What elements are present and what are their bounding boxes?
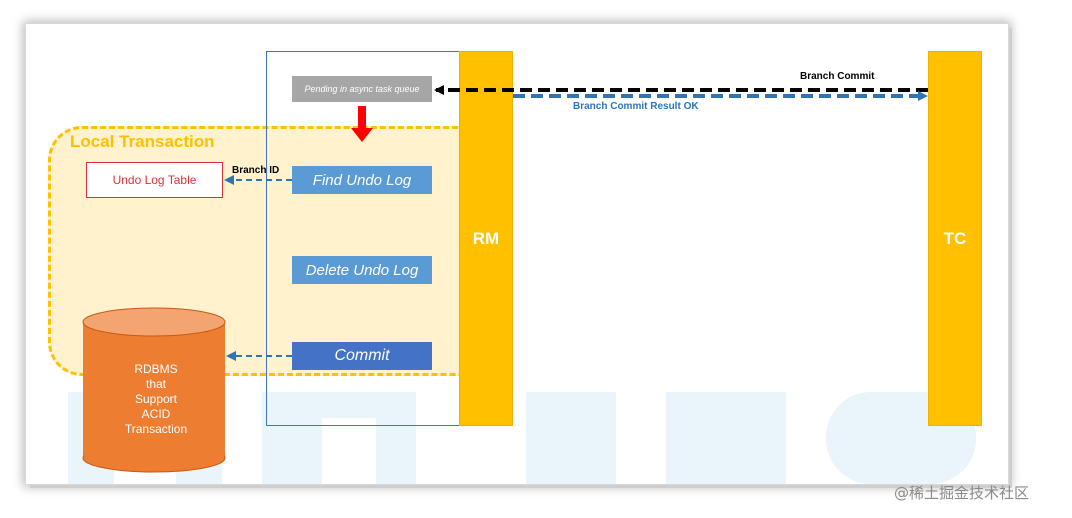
site-watermark: @稀土掘金技术社区: [894, 484, 1030, 502]
delete-undo-log-step: Delete Undo Log: [292, 256, 432, 284]
database-cylinder: [82, 307, 226, 473]
undo-log-table-label: Undo Log Table: [112, 173, 197, 187]
branch-id-label: Branch ID: [232, 165, 280, 176]
tc-label: TC: [943, 228, 967, 248]
rm-bar: RM: [459, 51, 513, 426]
find-undo-log-step: Find Undo Log: [292, 166, 432, 194]
branch-commit-label: Branch Commit: [800, 71, 875, 82]
find-undo-log-label: Find Undo Log: [312, 171, 412, 189]
branch-commit-result-label: Branch Commit Result OK: [573, 101, 699, 112]
commit-label: Commit: [334, 347, 390, 364]
pending-queue-label: Pending in async task queue: [304, 84, 420, 94]
diagram-connectors: [82, 85, 928, 473]
tc-bar: TC: [928, 51, 982, 426]
red-down-arrow: [351, 106, 373, 142]
database-label: RDBMS that Support ACID Transaction: [124, 362, 188, 436]
commit-step: Commit: [292, 342, 432, 370]
delete-undo-log-label: Delete Undo Log: [305, 261, 419, 279]
diagram-frame: Local Transaction RM TC Undo Log Table P…: [26, 24, 1008, 484]
rm-label: RM: [472, 228, 500, 248]
local-transaction-title: Local Transaction: [70, 132, 215, 151]
undo-log-table-box: Undo Log Table: [86, 162, 223, 198]
pending-queue-box: Pending in async task queue: [292, 76, 432, 102]
